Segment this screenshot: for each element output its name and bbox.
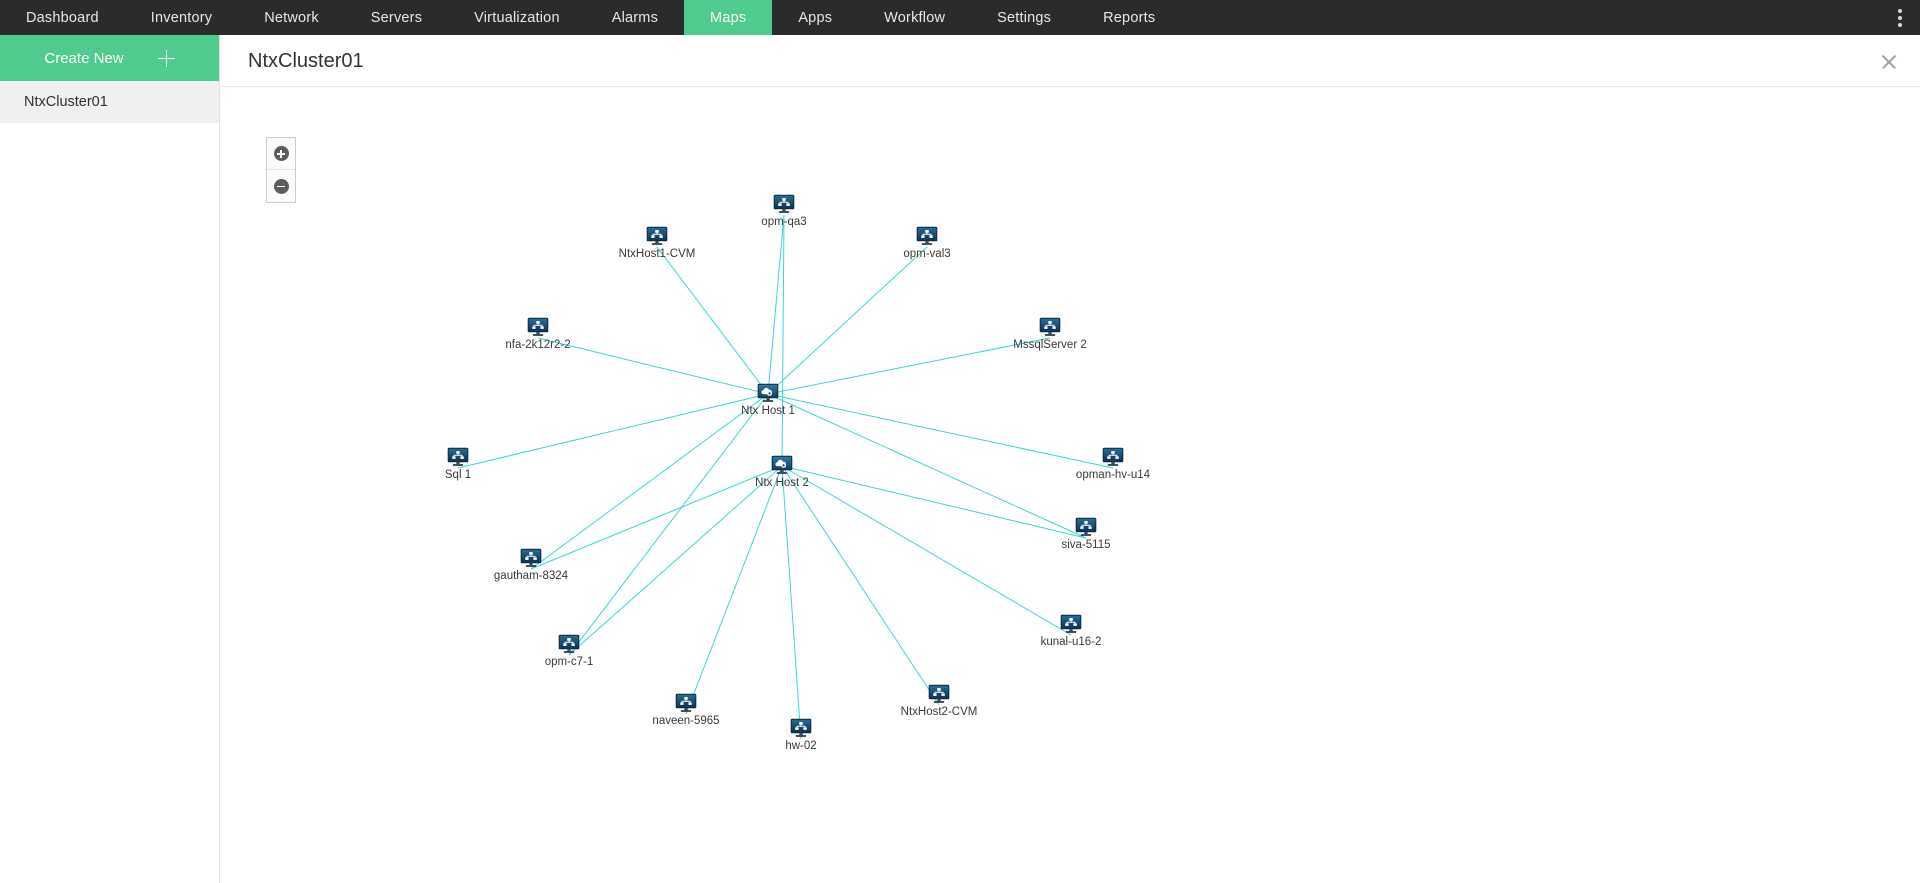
map-edge [568, 465, 783, 656]
map-edge [685, 465, 783, 715]
map-node-label: gautham-8324 [493, 570, 569, 582]
page-title: NtxCluster01 [248, 50, 364, 72]
map-node-label: kunal-u16-2 [1040, 636, 1102, 648]
map-node-label: naveen-5965 [652, 715, 720, 727]
nav-label: Apps [798, 9, 833, 26]
map-edge [767, 214, 785, 395]
map-node-label: opman-hv-u14 [1075, 469, 1151, 481]
map-edge [656, 246, 769, 395]
nav-item-servers[interactable]: Servers [345, 0, 448, 35]
map-node-label: Sql 1 [444, 469, 472, 481]
map-node-label: MssqlServer 2 [1013, 339, 1087, 351]
map-edge [530, 393, 769, 570]
map-node-gautham-8324[interactable]: gautham-8324 [476, 547, 586, 582]
map-node-hw-02[interactable]: hw-02 [746, 717, 856, 752]
panel-header: NtxCluster01 [220, 35, 1920, 87]
map-edge [767, 393, 1087, 539]
nav-item-virtualization[interactable]: Virtualization [448, 0, 586, 35]
kebab-dot [1898, 22, 1902, 27]
map-node-label: hw-02 [785, 740, 817, 752]
map-node-opm-val3[interactable]: opm-val3 [872, 225, 982, 260]
map-edges [457, 214, 1114, 740]
map-node-label: NtxHost1-CVM [618, 248, 696, 260]
create-new-label: Create New [44, 49, 124, 67]
map-edge [781, 465, 1072, 636]
close-icon[interactable] [1880, 53, 1898, 71]
map-edge [568, 393, 769, 656]
nav-label: Inventory [150, 9, 213, 26]
map-edge [781, 214, 785, 467]
map-node-MssqlServer2[interactable]: MssqlServer 2 [995, 316, 1105, 351]
nav-label: Virtualization [474, 9, 560, 26]
zoom-in-button[interactable] [267, 138, 295, 170]
map-node-NtxHost1[interactable]: Ntx Host 1 [713, 382, 823, 417]
map-node-naveen-5965[interactable]: naveen-5965 [631, 692, 741, 727]
map-node-opm-c7-1[interactable]: opm-c7-1 [514, 633, 624, 668]
kebab-dot [1898, 15, 1902, 20]
map-edge [781, 465, 802, 740]
nav-item-settings[interactable]: Settings [971, 0, 1077, 35]
sidebar-item-label: NtxCluster01 [24, 94, 108, 110]
map-edge [767, 393, 1114, 469]
nav-item-workflow[interactable]: Workflow [858, 0, 971, 35]
nav-item-inventory[interactable]: Inventory [125, 0, 238, 35]
map-node-label: Ntx Host 2 [755, 477, 809, 489]
map-node-siva-5115[interactable]: siva-5115 [1031, 516, 1141, 551]
map-node-label: NtxHost2-CVM [900, 706, 978, 718]
nav-label: Dashboard [26, 9, 99, 26]
map-node-opman-hv-u14[interactable]: opman-hv-u14 [1058, 446, 1168, 481]
map-node-label: opm-qa3 [761, 216, 807, 228]
zoom-in-icon [273, 146, 289, 161]
nav-item-apps[interactable]: Apps [772, 0, 858, 35]
nav-label: Workflow [884, 9, 946, 26]
map-node-opm-qa3[interactable]: opm-qa3 [729, 193, 839, 228]
map-node-NtxHost2[interactable]: Ntx Host 2 [727, 454, 837, 489]
nav-item-alarms[interactable]: Alarms [586, 0, 684, 35]
map-node-label: Ntx Host 1 [741, 405, 795, 417]
map-node-label: opm-c7-1 [544, 656, 594, 668]
zoom-out-button[interactable] [267, 170, 295, 202]
map-node-label: opm-val3 [903, 248, 951, 260]
map-node-nfa-2k12r2-2[interactable]: nfa-2k12r2-2 [483, 316, 593, 351]
nav-label: Maps [710, 9, 747, 26]
map-edge [457, 393, 769, 469]
map-edge [781, 465, 940, 706]
nav-label: Reports [1103, 9, 1156, 26]
map-edge [767, 246, 928, 395]
nav-spacer [1181, 0, 1880, 35]
nav-label: Network [264, 9, 319, 26]
nav-label: Servers [370, 9, 423, 26]
nav-label: Alarms [611, 9, 659, 26]
kebab-menu-icon[interactable] [1880, 0, 1920, 35]
sidebar-item-ntxcluster01[interactable]: NtxCluster01 [0, 81, 219, 123]
map-node-NtxHost2-CVM[interactable]: NtxHost2-CVM [884, 683, 994, 718]
map-node-label: siva-5115 [1061, 539, 1111, 551]
map-zoom-controls [266, 137, 296, 203]
map-node-kunal-u16-2[interactable]: kunal-u16-2 [1016, 613, 1126, 648]
zoom-out-icon [273, 178, 289, 194]
map-edge [781, 465, 1087, 539]
top-navigation-bar: Dashboard Inventory Network Servers Virt… [0, 0, 1920, 35]
nav-item-dashboard[interactable]: Dashboard [0, 0, 125, 35]
map-edge [530, 465, 783, 570]
sidebar: Create New NtxCluster01 [0, 35, 220, 883]
map-node-Sql1[interactable]: Sql 1 [403, 446, 513, 481]
kebab-dot [1898, 8, 1902, 13]
map-edge [537, 337, 769, 395]
map-node-NtxHost1-CVM[interactable]: NtxHost1-CVM [602, 225, 712, 260]
map-edge [767, 337, 1051, 395]
nav-label: Settings [997, 9, 1052, 26]
nav-item-maps[interactable]: Maps [684, 0, 773, 35]
nav-item-reports[interactable]: Reports [1077, 0, 1181, 35]
map-node-label: nfa-2k12r2-2 [505, 339, 571, 351]
nav-item-network[interactable]: Network [238, 0, 345, 35]
plus-icon [157, 49, 175, 67]
create-new-button[interactable]: Create New [0, 35, 219, 81]
